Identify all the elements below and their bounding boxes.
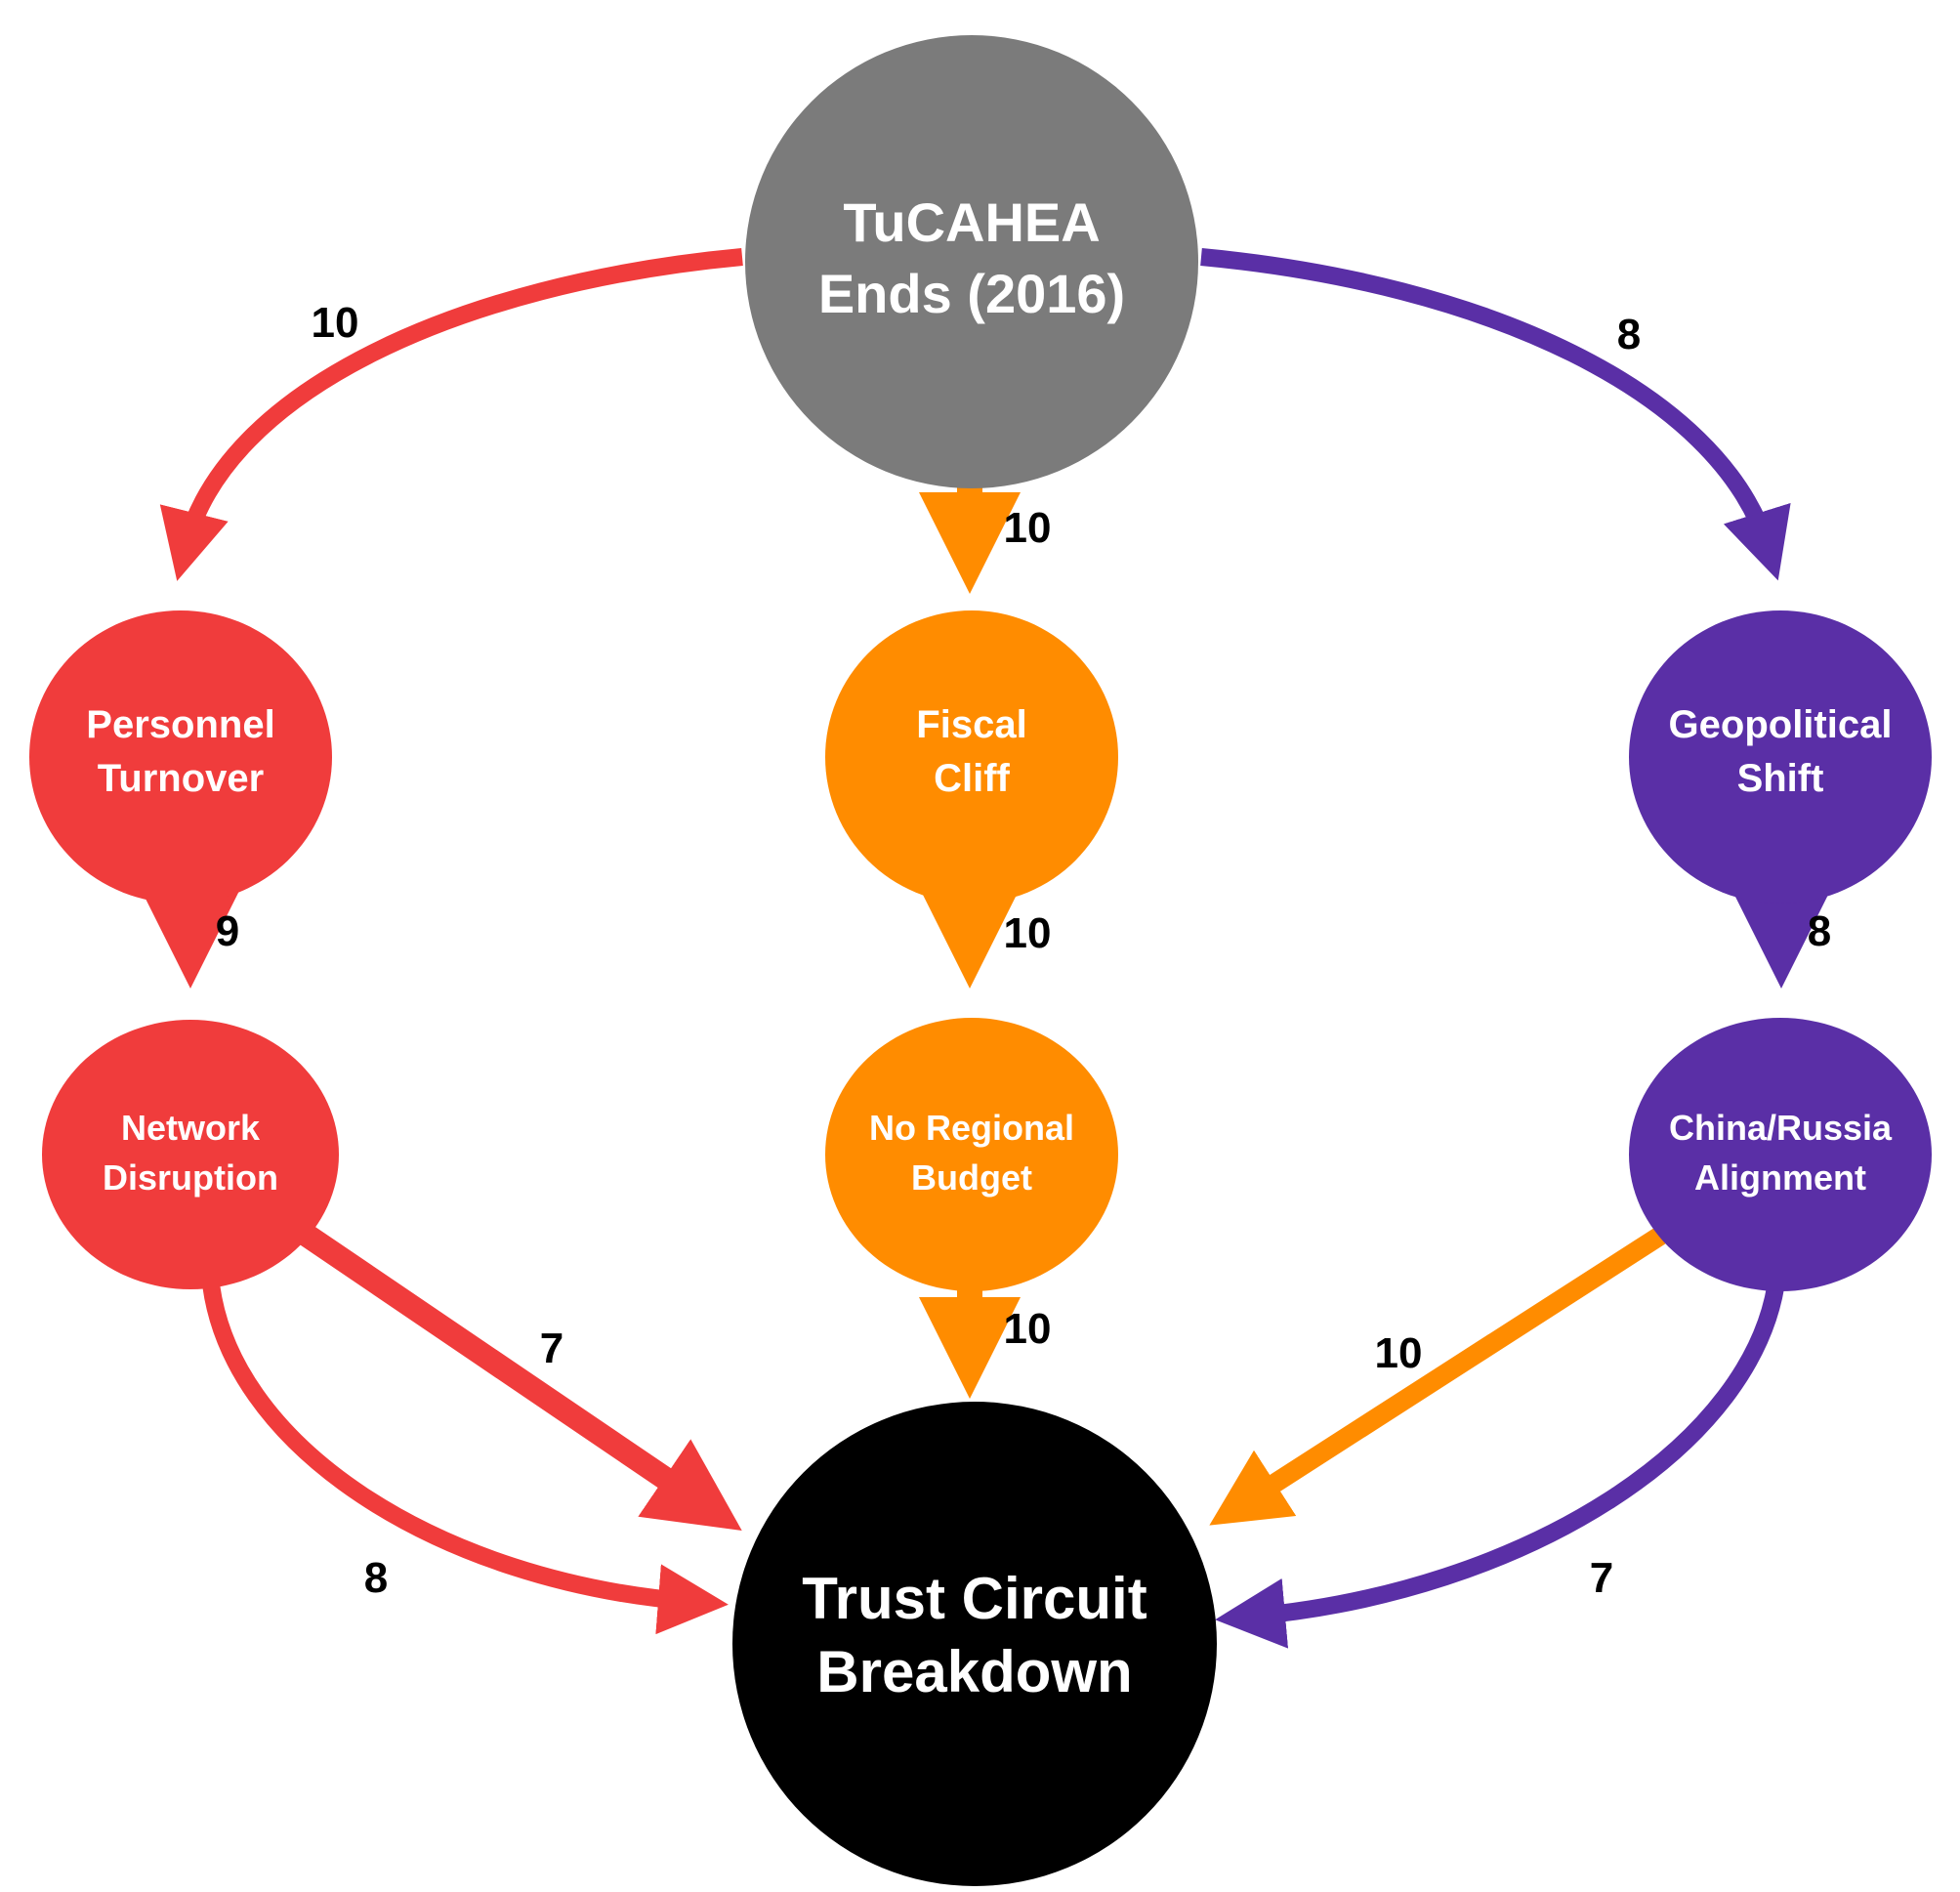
node-china-russia-alignment-line1: China/Russia: [1669, 1108, 1893, 1148]
node-personnel-turnover-line1: Personnel: [86, 703, 274, 746]
node-trust-circuit-breakdown-line2: Breakdown: [816, 1639, 1132, 1704]
weight-network-sink-direct: 7: [540, 1324, 563, 1372]
weight-network-sink-curve: 8: [364, 1554, 388, 1602]
weight-fiscal-regional: 10: [1004, 909, 1052, 957]
node-geopolitical-shift: Geopolitical Shift: [1629, 610, 1932, 904]
node-fiscal-cliff-line2: Cliff: [934, 757, 1010, 800]
node-tucahea-ends: TuCAHEA Ends (2016): [745, 35, 1198, 488]
node-tucahea-ends-line1: TuCAHEA: [843, 191, 1100, 253]
node-geopolitical-shift-line1: Geopolitical: [1669, 703, 1893, 746]
node-no-regional-budget-line1: No Regional: [869, 1108, 1074, 1148]
node-fiscal-cliff: Fiscal Cliff: [825, 610, 1118, 904]
node-tucahea-ends-line2: Ends (2016): [818, 263, 1125, 324]
node-trust-circuit-breakdown-line1: Trust Circuit: [802, 1566, 1147, 1631]
weight-geopolitical-alignment: 8: [1808, 907, 1831, 955]
node-geopolitical-shift-line2: Shift: [1737, 757, 1824, 800]
weight-source-personnel: 10: [312, 299, 359, 347]
node-fiscal-cliff-line1: Fiscal: [916, 703, 1026, 746]
node-network-disruption-line1: Network: [121, 1108, 261, 1148]
node-no-regional-budget-line2: Budget: [911, 1157, 1032, 1198]
weight-source-geopolitical: 8: [1617, 311, 1641, 358]
weight-source-fiscal: 10: [1004, 504, 1052, 552]
weight-regional-sink: 10: [1004, 1305, 1052, 1353]
node-no-regional-budget: No Regional Budget: [825, 1018, 1118, 1291]
node-personnel-turnover: Personnel Turnover: [29, 610, 332, 904]
weight-alignment-sink-curve: 7: [1590, 1554, 1613, 1602]
edge-source-to-geopolitical: [1200, 248, 1791, 581]
edge-network-to-sink-curve: [201, 1274, 729, 1635]
node-network-disruption: Network Disruption: [42, 1020, 339, 1289]
edge-source-to-personnel: [159, 248, 743, 581]
node-trust-circuit-breakdown: Trust Circuit Breakdown: [732, 1402, 1217, 1886]
node-network-disruption-line2: Disruption: [103, 1157, 278, 1198]
edge-network-to-sink-direct: [286, 1216, 742, 1531]
edge-alignment-to-sink-orange: [1209, 1227, 1666, 1526]
weight-personnel-network: 9: [216, 907, 239, 955]
weight-alignment-sink-orange: 10: [1375, 1329, 1423, 1377]
node-personnel-turnover-line2: Turnover: [98, 757, 264, 800]
edge-alignment-to-sink-curve: [1215, 1273, 1786, 1649]
node-china-russia-alignment-line2: Alignment: [1694, 1157, 1866, 1198]
node-china-russia-alignment: China/Russia Alignment: [1629, 1018, 1932, 1291]
